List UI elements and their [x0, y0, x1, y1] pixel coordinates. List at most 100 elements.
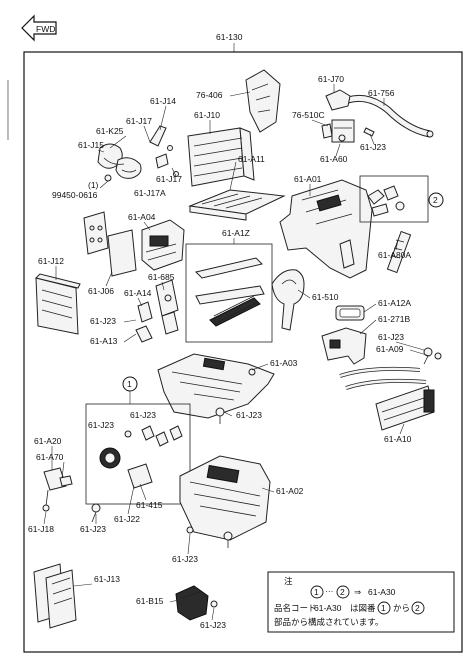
evaporator-core [187, 127, 255, 187]
cabin-filter [33, 563, 77, 629]
label-61-J23-h: 61-J23 [172, 554, 198, 564]
blower-fan [35, 273, 81, 335]
leader-lines [43, 84, 431, 621]
label-61-J18: 61-J18 [28, 524, 54, 534]
label-61-130: 61-130 [216, 32, 243, 42]
label-61-J23-d: 61-J23 [130, 410, 156, 420]
air-filter [188, 189, 286, 221]
label-61-A80A: 61-A80A [378, 250, 411, 260]
bolt-part [423, 347, 442, 365]
label-61-A04: 61-A04 [128, 212, 156, 222]
label-61-A13: 61-A13 [90, 336, 118, 346]
blower-housing [141, 219, 185, 271]
note-circle-to [336, 585, 350, 599]
small-motor-part [42, 467, 73, 512]
fwd-arrow-icon: FWD [21, 14, 57, 42]
circle-2-marker [428, 192, 444, 208]
motor-clip-part [97, 125, 179, 189]
subassembly-box [185, 243, 273, 343]
label-61-A09: 61-A09 [376, 344, 404, 354]
label-61-A10: 61-A10 [384, 434, 412, 444]
expansion-valve [321, 119, 375, 143]
note-circle-a [377, 601, 391, 615]
circle-2-label: 2 [433, 195, 438, 205]
label-61-415: 61-415 [136, 500, 163, 510]
label-61-510: 61-510 [312, 292, 339, 302]
heater-case-lower [157, 353, 275, 419]
label-61-J23-a: 61-J23 [360, 142, 386, 152]
label-61-685: 61-685 [148, 272, 175, 282]
label-61-J17-a: 61-J17 [126, 116, 152, 126]
label-61-A01: 61-A01 [294, 174, 322, 184]
note-line3: 部品から構成されています。 [274, 617, 383, 627]
hose-part [325, 89, 434, 138]
label-61-J06: 61-J06 [88, 286, 114, 296]
label-61-J15: 61-J15 [78, 140, 104, 150]
note-circle-b [411, 601, 425, 615]
duct-part [245, 69, 281, 133]
label-61-J17-b: 61-J17 [156, 174, 182, 184]
note-circle-from-label: 1 [314, 587, 319, 597]
label-61-A02: 61-A02 [276, 486, 304, 496]
assembly-frame [23, 51, 463, 653]
label-61-J23-g: 61-J23 [80, 524, 106, 534]
gasket-plate [83, 211, 137, 277]
heater-core [339, 366, 435, 431]
note-title: 注 [284, 576, 293, 586]
screw-part [91, 503, 101, 523]
note-box: 注 1 ··· 2 ⇒ 61-A30 品名コード 61-A30 は図番 1 から… [267, 571, 455, 633]
label-61-A14: 61-A14 [124, 288, 152, 298]
label-76-406: 76-406 [196, 90, 223, 100]
label-61-J23-i: 61-J23 [200, 620, 226, 630]
label-76-510C: 76-510C [292, 110, 325, 120]
heater-case-base [179, 455, 271, 541]
evaporator-subassembly [195, 257, 265, 327]
label-61-J23-f: 61-J23 [236, 410, 262, 420]
label-61-756: 61-756 [368, 88, 395, 98]
note-circle-b-label: 2 [415, 603, 420, 613]
note-circle-to-label: 2 [340, 587, 345, 597]
group-1-box [85, 403, 191, 505]
label-61-J23-b: 61-J23 [90, 316, 116, 326]
group-2-parts [367, 185, 405, 217]
label-61-A03: 61-A03 [270, 358, 298, 368]
label-61-B15: 61-B15 [136, 596, 164, 606]
label-61-K25: 61-K25 [96, 126, 124, 136]
note-arrow: ⇒ [354, 587, 362, 597]
label-61-J23-e: 61-J23 [88, 420, 114, 430]
note-range-sep: ··· [325, 586, 334, 596]
note-target: 61-A30 [368, 587, 396, 597]
note-circle-from [310, 585, 324, 599]
label-61-J13: 61-J13 [94, 574, 120, 584]
label-61-A12A: 61-A12A [378, 298, 411, 308]
seal-ring [335, 305, 365, 321]
label-61-J12: 61-J12 [38, 256, 64, 266]
pipe-part [386, 230, 412, 274]
note-circle-a-label: 1 [381, 603, 386, 613]
note-line2-b: は図番 [350, 603, 376, 613]
group-1-parts [99, 425, 183, 489]
seal-part [271, 269, 305, 331]
bracket-part [321, 327, 367, 365]
label-61-J22: 61-J22 [114, 514, 140, 524]
label-61-A20: 61-A20 [34, 436, 62, 446]
circle-1-label: 1 [127, 379, 132, 389]
note-line2-a: 品名コード [274, 603, 317, 613]
screw-part-2 [215, 407, 233, 548]
label-61-A1Z: 61-A1Z [222, 228, 250, 238]
heater-case-upper [279, 179, 373, 279]
label-61-J23-c: 61-J23 [378, 332, 404, 342]
label-61-A70: 61-A70 [36, 452, 64, 462]
label-61-J14: 61-J14 [150, 96, 176, 106]
group-2-box [359, 175, 429, 223]
resistor-part [175, 585, 218, 621]
label-note-1: (1) [88, 180, 99, 190]
note-line2-code: 61-A30 [314, 603, 342, 613]
actuator-part [155, 279, 179, 335]
label-61-J10: 61-J10 [194, 110, 220, 120]
fwd-label: FWD [36, 24, 55, 34]
note-line2-c: から [393, 603, 410, 613]
label-61-J70: 61-J70 [318, 74, 344, 84]
label-61-271B: 61-271B [378, 314, 410, 324]
